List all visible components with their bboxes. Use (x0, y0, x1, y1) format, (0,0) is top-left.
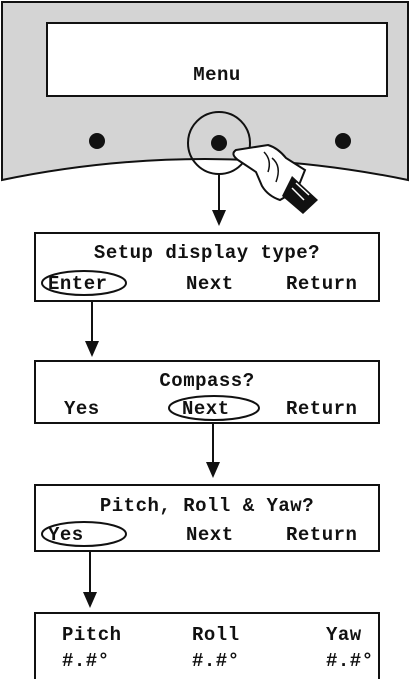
readout-screen: Pitch Roll Yaw #.#° #.#° #.#° (34, 612, 380, 679)
arrow-head-3 (206, 462, 220, 478)
option-next[interactable]: Next (186, 524, 234, 546)
pointing-hand-icon (232, 143, 318, 214)
arrow-head-2 (85, 341, 99, 357)
option-return[interactable]: Return (286, 524, 358, 546)
selected-option-ellipse (168, 395, 260, 421)
device-lcd (46, 22, 388, 97)
option-enter[interactable]: Enter (48, 273, 108, 295)
right-button (335, 133, 351, 149)
readout-value-roll: #.#° (192, 650, 240, 672)
device-screen-text: Menu (193, 64, 241, 86)
readout-label-yaw: Yaw (326, 624, 362, 646)
selected-option-ellipse (41, 270, 127, 296)
left-button (89, 133, 105, 149)
screen-setup-display-type: Setup display type? Enter Next Return (34, 232, 380, 302)
option-return[interactable]: Return (286, 273, 358, 295)
readout-value-yaw: #.#° (326, 650, 374, 672)
option-return[interactable]: Return (286, 398, 358, 420)
readout-label-pitch: Pitch (62, 624, 122, 646)
screen-pitch-roll-yaw: Pitch, Roll & Yaw? Yes Next Return (34, 484, 380, 552)
arrow-head-4 (83, 592, 97, 608)
screen-title: Pitch, Roll & Yaw? (99, 495, 315, 517)
option-next[interactable]: Next (182, 398, 230, 420)
option-next[interactable]: Next (186, 273, 234, 295)
screen-compass: Compass? Yes Next Return (34, 360, 380, 424)
screen-title: Compass? (159, 370, 255, 392)
readout-value-pitch: #.#° (62, 650, 110, 672)
option-yes[interactable]: Yes (64, 398, 100, 420)
center-button (211, 135, 227, 151)
readout-label-roll: Roll (192, 624, 240, 646)
screen-title: Setup display type? (93, 242, 321, 264)
option-yes[interactable]: Yes (48, 524, 84, 546)
arrow-head-1 (212, 210, 226, 226)
selected-option-ellipse (41, 521, 127, 547)
